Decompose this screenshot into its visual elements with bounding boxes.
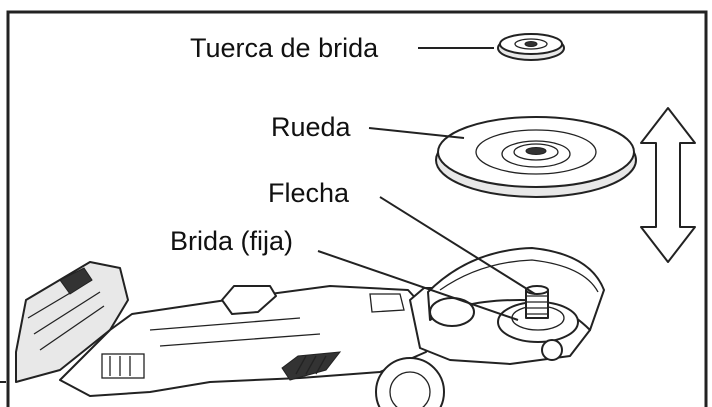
label-fixed-flange: Brida (fija) <box>170 226 293 256</box>
diagram-frame <box>6 10 708 407</box>
leader-wheel <box>368 127 465 139</box>
label-spindle: Flecha <box>268 178 350 208</box>
wheel-illustration <box>435 116 637 198</box>
angle-grinder-illustration <box>0 247 605 407</box>
leader-fixed-flange <box>317 250 519 321</box>
flange-nut-illustration <box>497 33 565 61</box>
leader-spindle <box>379 196 536 295</box>
label-flange-nut: Tuerca de brida <box>190 33 379 63</box>
label-wheel: Rueda <box>271 112 352 142</box>
up-down-arrow-icon <box>640 107 696 263</box>
